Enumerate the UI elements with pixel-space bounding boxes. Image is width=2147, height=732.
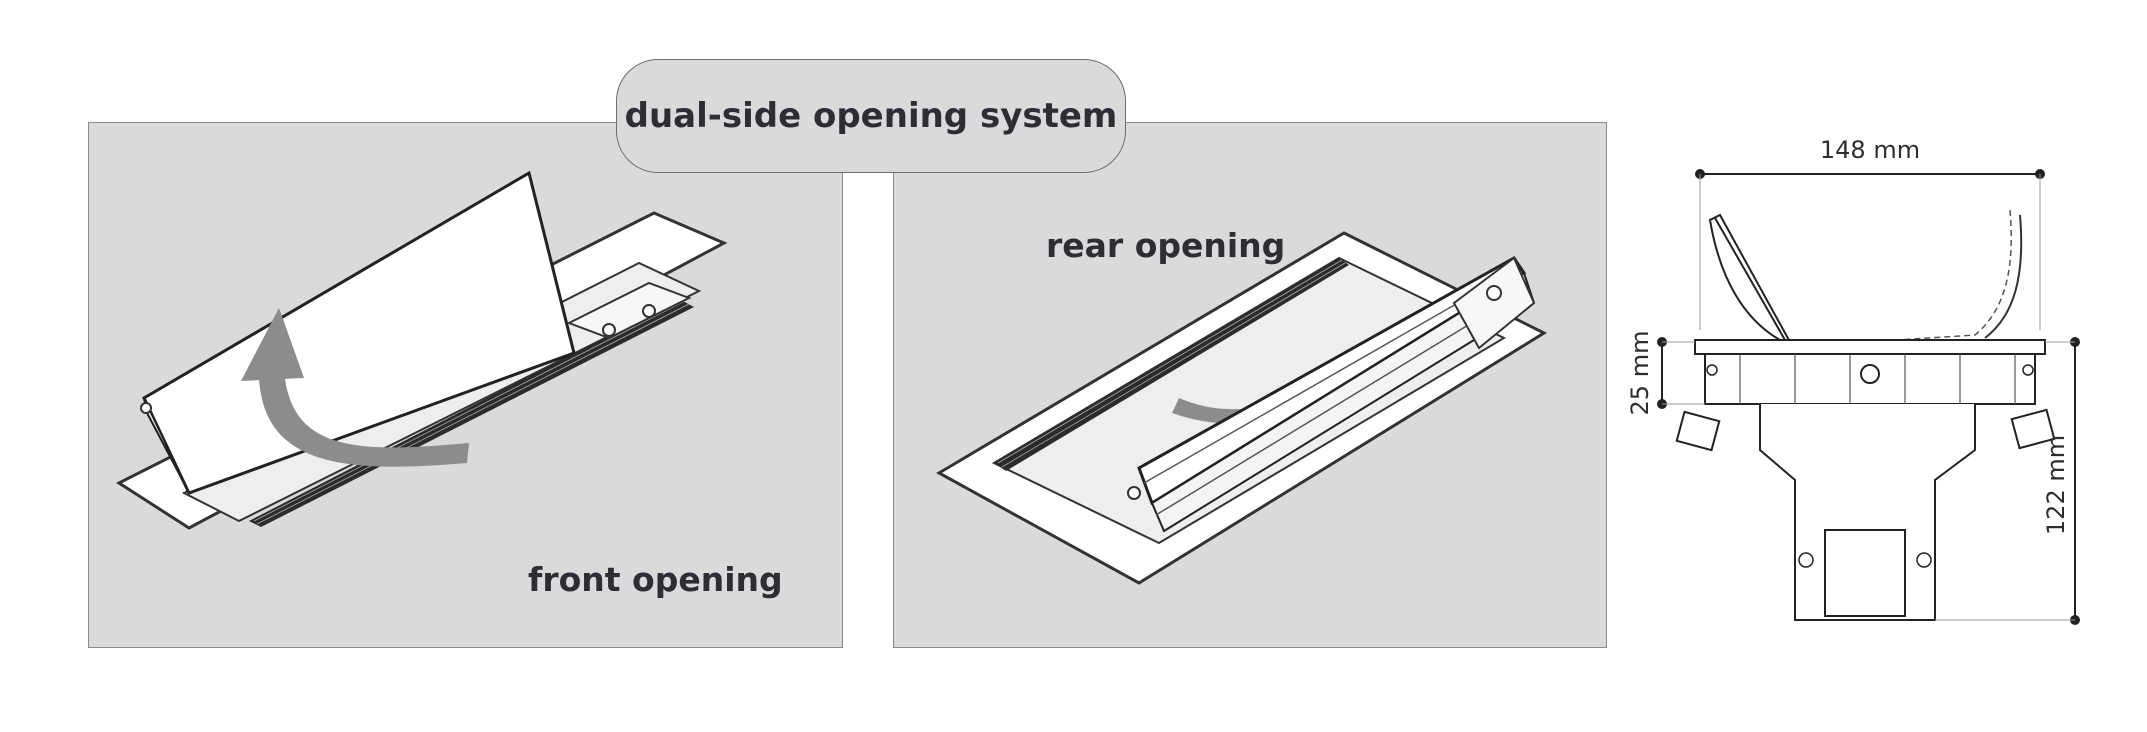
title-pill: dual-side opening system xyxy=(616,59,1126,173)
diagram-title: dual-side opening system xyxy=(624,96,1118,136)
hinge-icon xyxy=(1127,486,1141,500)
rear-opening-label: rear opening xyxy=(1046,226,1286,265)
center-screw-icon xyxy=(1860,364,1880,384)
total-height-label: 122 mm xyxy=(2042,435,2070,535)
front-opening-illustration xyxy=(115,170,728,530)
brush-strip xyxy=(994,258,1349,471)
frame-top xyxy=(1694,339,2046,355)
screw-icon xyxy=(602,323,616,337)
cable-outlet-right xyxy=(2010,408,2056,450)
arrow-icon xyxy=(1172,375,1344,424)
technical-drawing: 148 mm 25 mm 122 mm xyxy=(1626,136,2080,625)
front-opening-label: front opening xyxy=(528,560,783,599)
end-cap xyxy=(1452,256,1536,350)
cable-outlet-left xyxy=(1675,410,1721,452)
front-opening-panel: front opening xyxy=(88,122,843,648)
lid-height-label: 25 mm xyxy=(1626,331,1654,416)
right-lid-dashed xyxy=(1819,209,2012,346)
rear-opening-panel: rear opening xyxy=(893,122,1607,648)
socket-cover xyxy=(1824,529,1906,617)
screw-icon xyxy=(1798,552,1814,568)
arrow-body xyxy=(259,368,469,467)
screw-icon xyxy=(1916,552,1932,568)
screw-icon xyxy=(642,304,656,318)
rear-opening-illustration xyxy=(935,231,1548,585)
hinge-icon xyxy=(140,402,152,414)
width-dimension-label: 148 mm xyxy=(1820,136,1920,164)
arrow-head xyxy=(241,308,304,381)
brush-strip xyxy=(249,299,694,527)
screw-icon xyxy=(1486,285,1502,301)
end-cap xyxy=(566,281,692,340)
